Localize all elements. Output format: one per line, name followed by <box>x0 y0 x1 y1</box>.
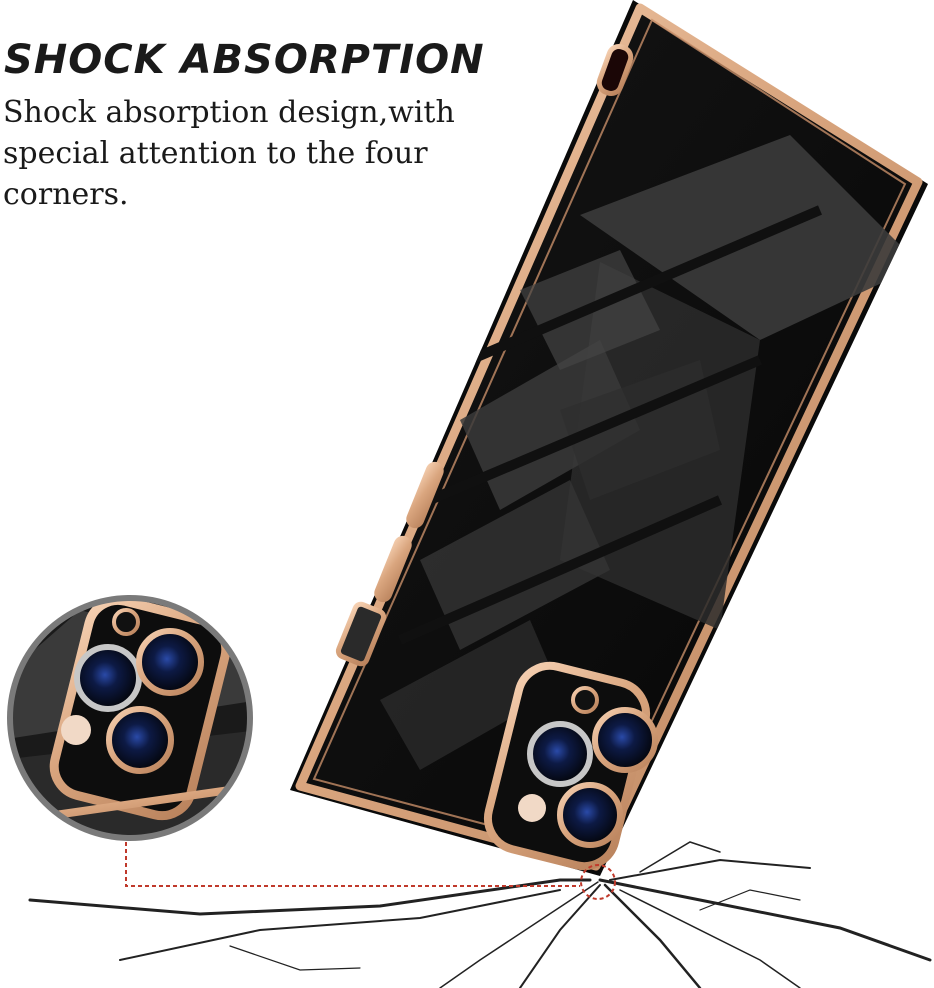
window-reflection <box>380 135 920 770</box>
camera-module <box>483 661 658 871</box>
description: Shock absorption design,with special att… <box>3 95 455 212</box>
camera-closeup-callout <box>7 595 253 841</box>
headline: SHOCK ABSORPTION <box>4 37 485 83</box>
phone-case <box>290 0 928 876</box>
callout-line <box>125 842 580 887</box>
floor-cracks <box>28 841 932 988</box>
impact-marker <box>580 864 616 900</box>
